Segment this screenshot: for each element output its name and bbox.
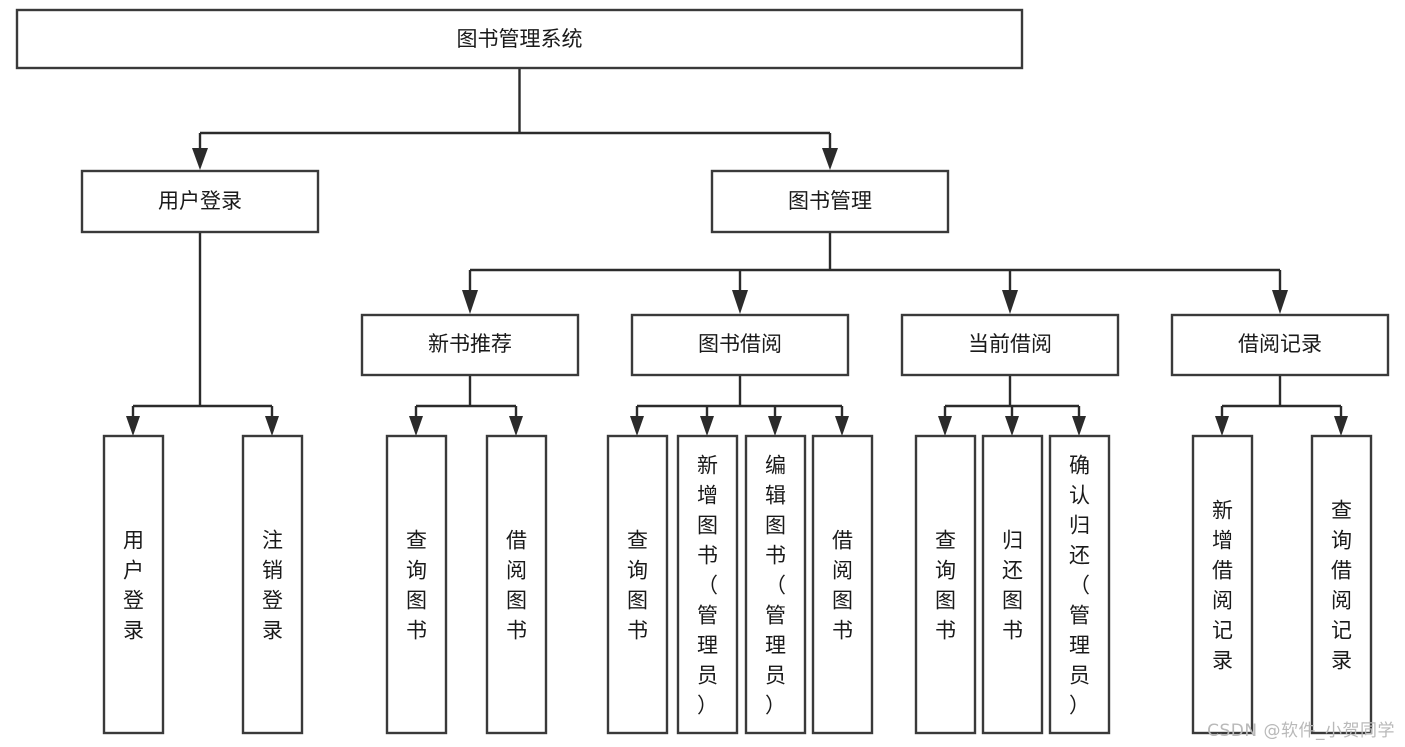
node-root-box[interactable] [15, 8, 1024, 70]
node-leaf-confirm-return[interactable]: 确认归还（管理员） [1048, 434, 1111, 735]
node-leaf-query-book-current[interactable]: 查询图书 [914, 434, 977, 735]
node-leaf-add-borrow-record-label: 新增借阅记录 [1212, 498, 1233, 672]
node-book-borrow-box[interactable] [630, 313, 850, 377]
node-leaf-borrow-book-box[interactable] [811, 434, 874, 735]
arrow-to-leaf-borrow-book-new [509, 416, 523, 436]
node-leaf-user-logout[interactable]: 注销登录 [241, 434, 304, 735]
node-current-borrow-box[interactable] [900, 313, 1120, 377]
arrow-to-leaf-query-book-borrow [630, 416, 644, 436]
node-leaf-user-login-label: 用户登录 [123, 528, 144, 642]
node-leaf-borrow-book-new-box[interactable] [485, 434, 548, 735]
node-leaf-query-book-current-box[interactable] [914, 434, 977, 735]
node-book-borrow-label: 图书借阅 [698, 332, 782, 356]
node-new-book-recommend-label: 新书推荐 [428, 332, 512, 356]
node-user-login-label: 用户登录 [158, 189, 242, 213]
arrow-to-leaf-query-borrow-record [1334, 416, 1348, 436]
node-leaf-edit-book[interactable]: 编辑图书（管理员） [744, 434, 807, 735]
node-leaf-query-book-borrow[interactable]: 查询图书 [606, 434, 669, 735]
arrow-to-leaf-user-login [126, 416, 140, 436]
node-leaf-user-logout-label: 注销登录 [262, 528, 283, 642]
arrow-to-leaf-add-borrow-record [1215, 416, 1229, 436]
node-leaf-query-borrow-record-label: 查询借阅记录 [1331, 498, 1352, 672]
node-leaf-query-book-current-label: 查询图书 [935, 528, 956, 642]
node-leaf-edit-book-box[interactable] [744, 434, 807, 735]
arrow-to-leaf-add-book [700, 416, 714, 436]
node-layer: 图书管理系统 用户登录 图书管理 新书推荐 图书借阅 当前 [15, 8, 1390, 735]
arrow-to-leaf-borrow-book [835, 416, 849, 436]
node-borrow-record-label: 借阅记录 [1238, 332, 1322, 356]
node-leaf-query-book-borrow-label: 查询图书 [627, 528, 648, 642]
node-leaf-borrow-book-label: 借阅图书 [832, 528, 853, 642]
node-leaf-return-book-label: 归还图书 [1002, 528, 1023, 642]
arrow-to-borrow-record [1272, 290, 1288, 314]
node-book-manage-label: 图书管理 [788, 189, 872, 213]
node-leaf-borrow-book-new[interactable]: 借阅图书 [485, 434, 548, 735]
arrow-to-user-login [192, 148, 208, 170]
arrow-to-book-borrow [732, 290, 748, 314]
arrow-to-leaf-query-book-current [938, 416, 952, 436]
node-leaf-query-book-new-label: 查询图书 [406, 528, 427, 642]
node-leaf-return-book[interactable]: 归还图书 [981, 434, 1044, 735]
node-leaf-add-borrow-record[interactable]: 新增借阅记录 [1191, 434, 1254, 735]
node-leaf-borrow-book[interactable]: 借阅图书 [811, 434, 874, 735]
node-root[interactable]: 图书管理系统 [15, 8, 1024, 70]
node-leaf-confirm-return-label: 确认归还（管理员） [1069, 453, 1090, 717]
node-user-login[interactable]: 用户登录 [80, 169, 320, 234]
node-book-manage-box[interactable] [710, 169, 950, 234]
node-leaf-add-book-box[interactable] [676, 434, 739, 735]
node-leaf-add-borrow-record-box[interactable] [1191, 434, 1254, 735]
arrow-to-leaf-confirm-return [1072, 416, 1086, 436]
node-leaf-query-borrow-record[interactable]: 查询借阅记录 [1310, 434, 1373, 735]
node-book-borrow[interactable]: 图书借阅 [630, 313, 850, 377]
arrow-to-leaf-query-book-new [409, 416, 423, 436]
node-leaf-confirm-return-box[interactable] [1048, 434, 1111, 735]
node-leaf-user-login-box[interactable] [102, 434, 165, 735]
node-leaf-add-book-label: 新增图书（管理员） [697, 453, 718, 717]
arrow-to-leaf-user-logout [265, 416, 279, 436]
node-leaf-add-book[interactable]: 新增图书（管理员） [676, 434, 739, 735]
node-leaf-user-login[interactable]: 用户登录 [102, 434, 165, 735]
arrow-to-new-book-recommend [462, 290, 478, 314]
node-current-borrow[interactable]: 当前借阅 [900, 313, 1120, 377]
node-user-login-box[interactable] [80, 169, 320, 234]
node-book-manage[interactable]: 图书管理 [710, 169, 950, 234]
node-leaf-edit-book-label: 编辑图书（管理员） [765, 453, 786, 717]
arrow-to-book-manage [822, 148, 838, 170]
node-borrow-record-box[interactable] [1170, 313, 1390, 377]
node-leaf-query-borrow-record-box[interactable] [1310, 434, 1373, 735]
node-new-book-recommend-box[interactable] [360, 313, 580, 377]
arrow-to-leaf-edit-book [768, 416, 782, 436]
node-leaf-query-book-new[interactable]: 查询图书 [385, 434, 448, 735]
connector-layer [126, 68, 1348, 436]
node-borrow-record[interactable]: 借阅记录 [1170, 313, 1390, 377]
node-leaf-user-logout-box[interactable] [241, 434, 304, 735]
arrow-to-current-borrow [1002, 290, 1018, 314]
node-leaf-query-book-new-box[interactable] [385, 434, 448, 735]
node-leaf-return-book-box[interactable] [981, 434, 1044, 735]
node-current-borrow-label: 当前借阅 [968, 332, 1052, 356]
arrow-to-leaf-return-book [1005, 416, 1019, 436]
node-root-label: 图书管理系统 [457, 27, 583, 51]
node-new-book-recommend[interactable]: 新书推荐 [360, 313, 580, 377]
node-leaf-borrow-book-new-label: 借阅图书 [506, 528, 527, 642]
node-leaf-query-book-borrow-box[interactable] [606, 434, 669, 735]
csdn-watermark: CSDN @软件_小贺同学 [1207, 721, 1395, 741]
